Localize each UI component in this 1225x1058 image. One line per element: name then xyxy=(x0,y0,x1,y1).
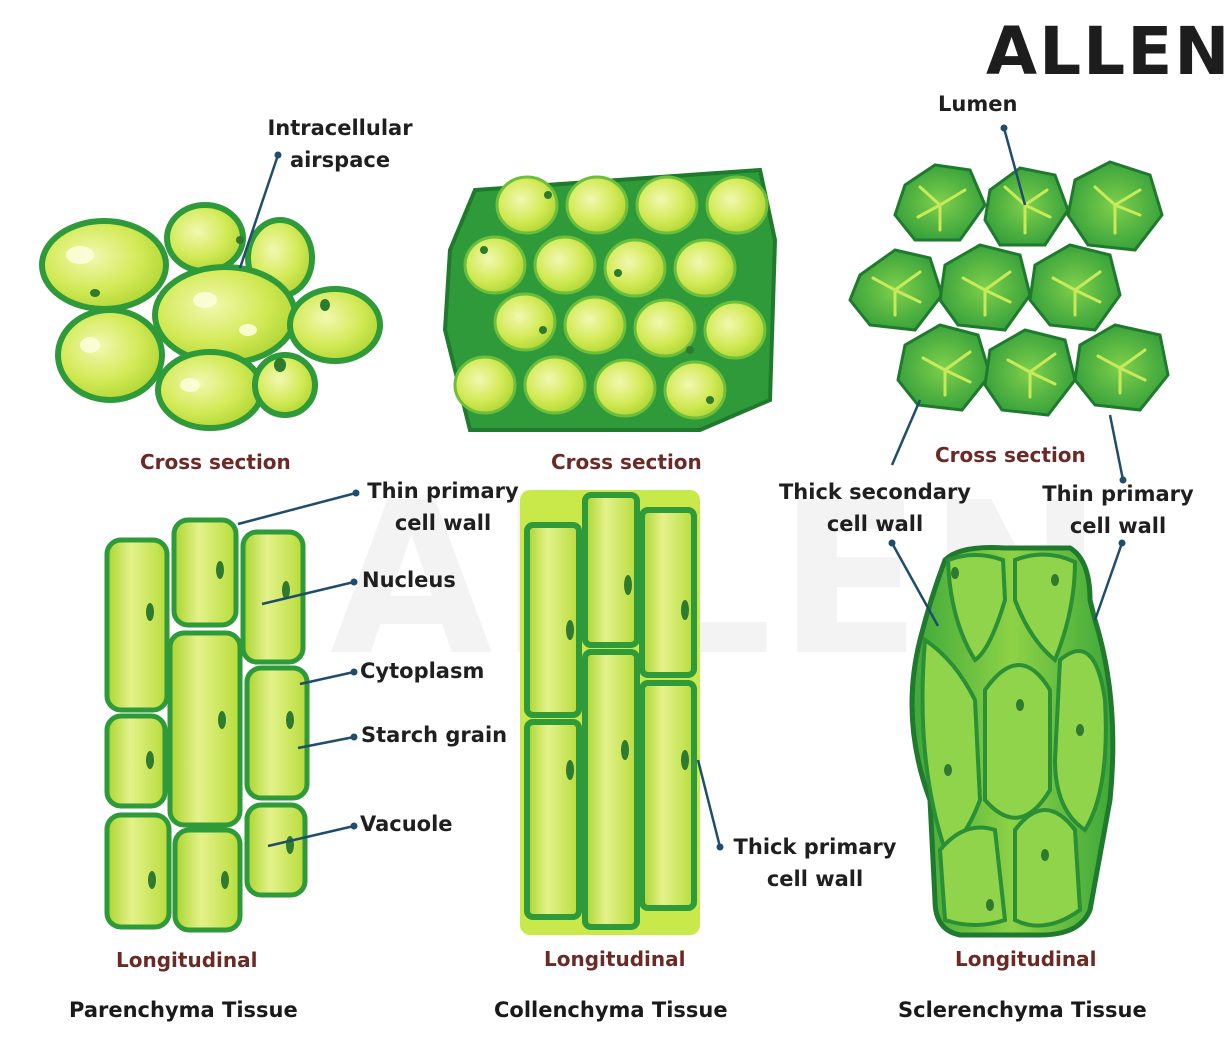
sclerenchyma-cross-section-label: Cross section xyxy=(935,443,1086,467)
parenchyma-nuclei xyxy=(146,561,294,889)
label-lumen: Lumen xyxy=(938,92,1018,116)
label-vacuole: Vacuole xyxy=(360,812,453,836)
collenchyma-longitudinal xyxy=(520,490,700,935)
collenchyma-cross-section xyxy=(442,167,778,432)
parenchyma-cross-section-label: Cross section xyxy=(140,450,291,474)
collenchyma-cross-section-label: Cross section xyxy=(551,450,702,474)
label-thick-primary-cell-wall: Thick primary cell wall xyxy=(733,835,897,891)
label-thin-primary-cell-wall-scl: Thin primary cell wall xyxy=(1042,482,1194,538)
sclerenchyma-title: Sclerenchyma Tissue xyxy=(898,998,1147,1022)
collenchyma-longitudinal-label: Longitudinal xyxy=(544,947,686,971)
sclerenchyma-longitudinal-label: Longitudinal xyxy=(955,947,1097,971)
label-thick-secondary-cell-wall: Thick secondary cell wall xyxy=(778,480,971,536)
label-starch-grain: Starch grain xyxy=(361,723,508,747)
label-cytoplasm: Cytoplasm xyxy=(360,659,485,683)
sclerenchyma-cross-section xyxy=(848,160,1170,417)
parenchyma-cross-section xyxy=(39,202,383,431)
label-intracellular-airspace: Intracellular airspace xyxy=(267,116,413,172)
leader-dots xyxy=(274,124,1127,851)
label-nucleus: Nucleus xyxy=(362,568,456,592)
sclerenchyma-longitudinal xyxy=(909,545,1116,938)
parenchyma-title: Parenchyma Tissue xyxy=(69,998,298,1022)
collenchyma-title: Collenchyma Tissue xyxy=(494,998,728,1022)
parenchyma-longitudinal xyxy=(104,517,310,933)
label-thin-primary-cell-wall: Thin primary cell wall xyxy=(367,479,519,535)
leader-lines xyxy=(237,127,1125,848)
allen-logo: ALLEN xyxy=(986,13,1225,90)
parenchyma-longitudinal-label: Longitudinal xyxy=(116,948,258,972)
